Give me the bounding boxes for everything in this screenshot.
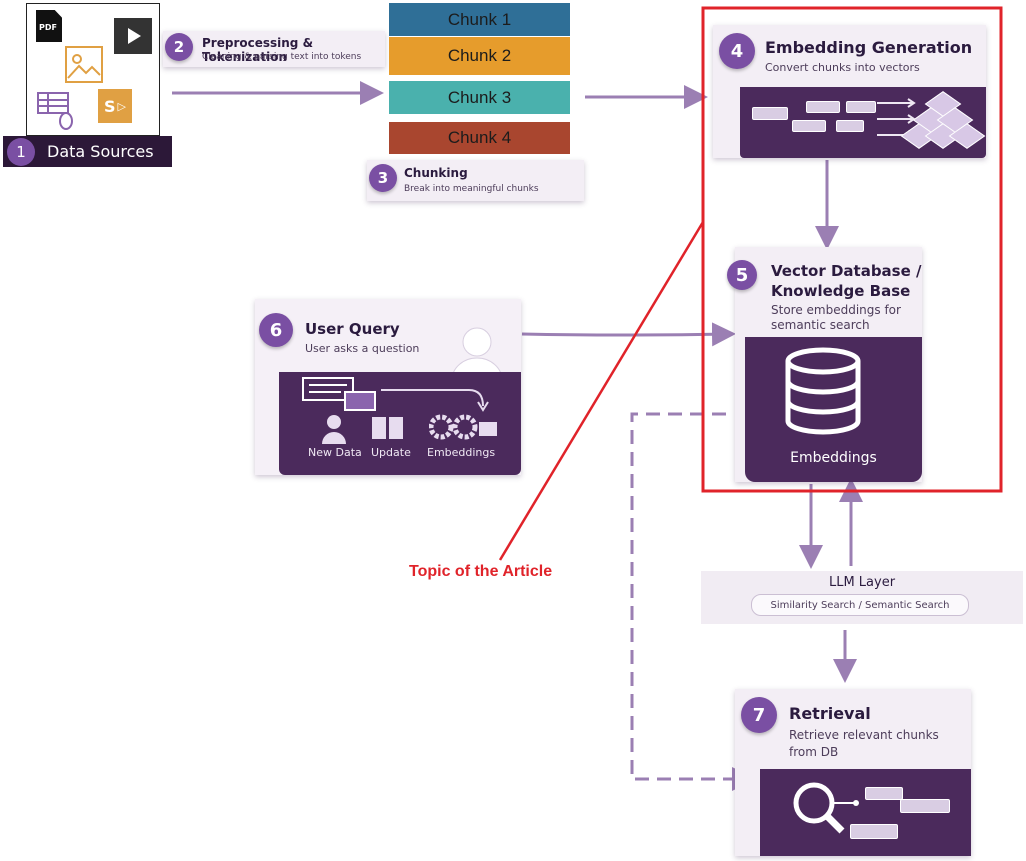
chunking-title: Chunking — [404, 166, 468, 180]
topic-annotation: Topic of the Article — [409, 563, 553, 580]
text-chunk-icon — [806, 101, 840, 113]
image-icon — [65, 46, 103, 83]
chunk-3: Chunk 3 — [389, 81, 570, 114]
chunk-4: Chunk 4 — [389, 122, 570, 154]
arrow-query-to-vectordb — [521, 322, 736, 347]
icon-label-update: Update — [371, 446, 411, 459]
database-icon — [785, 347, 861, 435]
step-6-badge: 6 — [259, 313, 293, 347]
llm-subtitle-pill: Similarity Search / Semantic Search — [751, 594, 969, 616]
vector-db-subtitle-line1: Store embeddings for — [771, 303, 901, 317]
sharepoint-icon: S▷ — [98, 89, 132, 123]
magnifier-icon — [793, 782, 859, 834]
chunking-step: 3 Chunking Break into meaningful chunks — [367, 160, 584, 201]
preprocessing-subtitle: Cleaning & parsing text into tokens — [202, 52, 362, 62]
data-sources-panel: PDF S▷ — [26, 3, 160, 136]
database-label: Embeddings — [790, 450, 877, 466]
user-query-subtitle: User asks a question — [305, 342, 420, 355]
spreadsheet-bug-icon — [37, 92, 73, 130]
retrieval-illustration — [760, 769, 971, 856]
chat-bubbles-icon — [302, 377, 376, 411]
icon-label-embeddings: Embeddings — [427, 446, 496, 459]
step-4-badge: 4 — [719, 33, 755, 69]
text-chunk-icon — [792, 120, 826, 132]
retrieval-title: Retrieval — [789, 704, 871, 723]
text-chunk-icon — [752, 107, 788, 120]
chunking-subtitle: Break into meaningful chunks — [404, 184, 539, 194]
data-sources-label: 1 Data Sources — [3, 136, 172, 167]
vector-db-subtitle-line2: semantic search — [771, 318, 870, 332]
step-3-badge: 3 — [369, 164, 397, 192]
embedding-generation-step: 4 Embedding Generation Convert chunks in… — [713, 25, 986, 158]
pdf-icon: PDF — [36, 10, 62, 42]
person-icon — [322, 415, 346, 444]
preprocessing-title: Preprocessing & Tokenization — [202, 36, 314, 64]
user-query-illustration: New Data Update Embeddings — [279, 372, 521, 475]
step-5-badge: 5 — [727, 260, 757, 290]
document-icon — [372, 417, 403, 439]
text-chunk-icon — [836, 120, 864, 132]
step-7-badge: 7 — [741, 697, 777, 733]
llm-title: LLM Layer — [828, 575, 896, 590]
vector-database-step: 5 Vector Database / Knowledge Base Store… — [727, 247, 922, 482]
embedding-title: Embedding Generation — [765, 38, 973, 57]
vector-db-illustration: Embeddings — [745, 337, 922, 482]
embedding-illustration — [740, 87, 986, 158]
result-chunk-icon — [850, 824, 898, 839]
text-chunk-icon — [846, 101, 876, 113]
result-chunk-icon — [900, 799, 950, 813]
preprocessing-step: 2 Preprocessing & Tokenization Cleaning … — [163, 31, 385, 67]
step-2-badge: 2 — [165, 33, 193, 61]
result-chunk-icon — [865, 787, 903, 800]
user-query-step: 6 User Query User asks a question New Da… — [255, 299, 521, 475]
annotation-pointer-line — [498, 221, 705, 561]
retrieval-step: 7 Retrieval Retrieve relevant chunks fro… — [735, 689, 971, 856]
chunk-2: Chunk 2 — [389, 37, 570, 75]
retrieval-subtitle-line1: Retrieve relevant chunks — [789, 728, 939, 742]
vector-db-title-line1: Vector Database / — [771, 262, 922, 280]
gears-icon — [429, 414, 497, 440]
vector-db-title-line2: Knowledge Base — [771, 282, 911, 300]
embedding-subtitle: Convert chunks into vectors — [765, 61, 920, 74]
video-play-icon — [114, 18, 152, 54]
icon-label-new-data: New Data — [308, 446, 362, 459]
retrieval-subtitle-line2: from DB — [789, 745, 839, 759]
chunk-1: Chunk 1 — [389, 3, 570, 36]
user-query-title: User Query — [305, 320, 400, 338]
llm-layer: LLM Layer Similarity Search / Semantic S… — [701, 571, 1023, 624]
step-1-badge: 1 — [7, 137, 35, 166]
curved-arrow-icon — [381, 389, 489, 412]
